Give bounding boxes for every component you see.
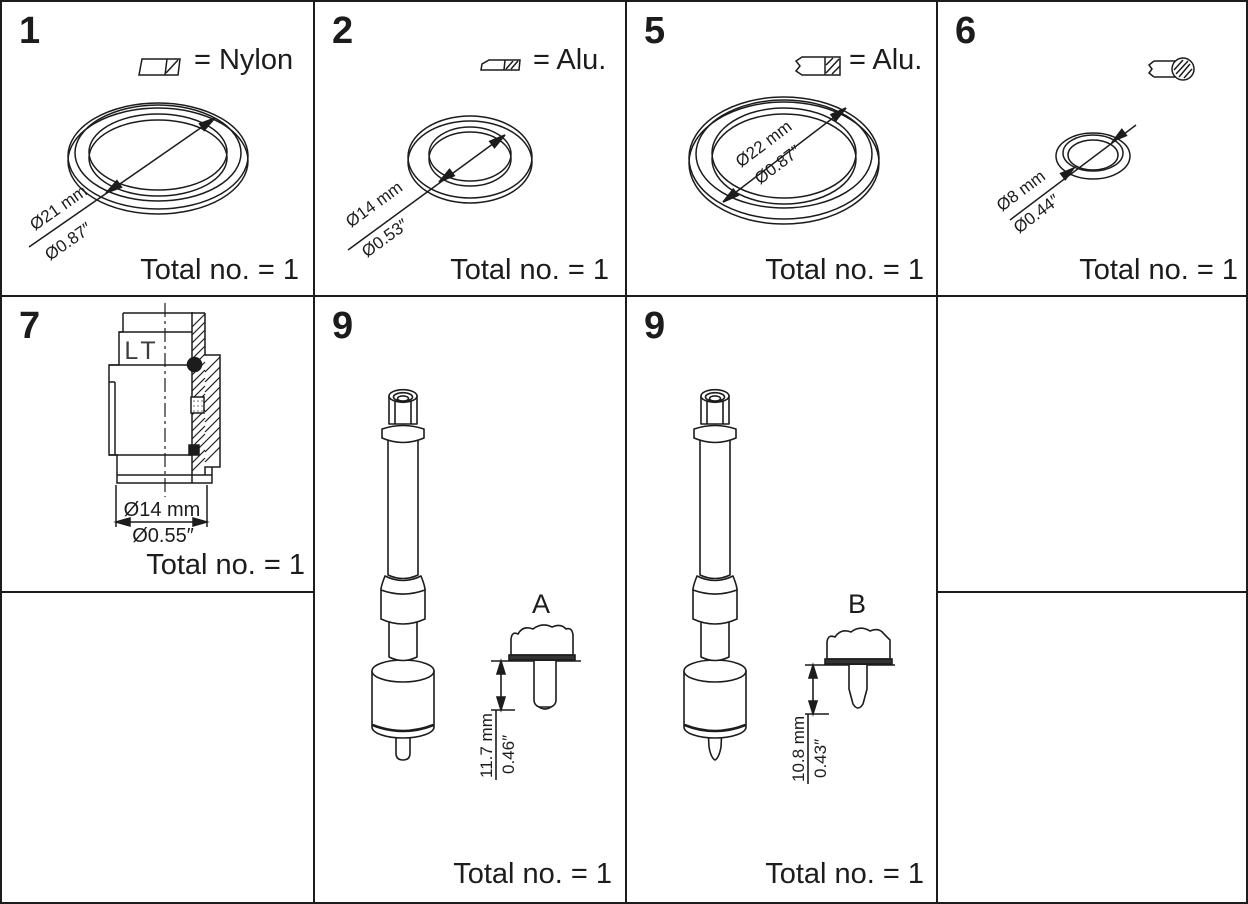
material-legend-label: = Alu. bbox=[849, 44, 923, 76]
grid-hline-2-right bbox=[936, 591, 1246, 593]
union-section-drawing: LT Ø14 mm Ø0.55″ bbox=[108, 303, 221, 547]
panel-number: 6 bbox=[955, 10, 977, 52]
grid-vline-2 bbox=[625, 2, 627, 902]
dim-label-inch: Ø0.55″ bbox=[132, 525, 194, 547]
panel-number: 7 bbox=[19, 305, 41, 347]
grid-hline-1 bbox=[2, 295, 1246, 297]
nylon-section-swatch-icon bbox=[138, 58, 181, 76]
o-ring-drawing-8mm: Ø8 mm Ø0.44″ bbox=[993, 57, 1195, 237]
alu-washer-section-swatch-icon bbox=[480, 59, 521, 71]
o-ring-dot bbox=[186, 356, 203, 373]
alu-ring-section-swatch-icon bbox=[794, 56, 841, 76]
panel-9a: A 11.7 mm 0.46″ 9 Total no. = 1 bbox=[315, 297, 627, 902]
panel-number: 5 bbox=[644, 10, 666, 52]
panel-9b: B 10.8 mm 0.43″ 9 Total no. = 1 bbox=[627, 297, 938, 902]
part-marking: LT bbox=[124, 337, 159, 365]
grid-hline-2-left bbox=[2, 591, 315, 593]
panel-number: 9 bbox=[644, 305, 666, 347]
gasket-ring-drawing-21mm: Ø21 mm Ø0.87″ bbox=[26, 58, 249, 264]
total-count-label: Total no. = 1 bbox=[1079, 254, 1238, 286]
section-hatch bbox=[191, 313, 221, 472]
total-count-label: Total no. = 1 bbox=[453, 858, 612, 890]
detail-label: A bbox=[532, 589, 550, 619]
dim-label-mm: 10.8 mm bbox=[789, 716, 808, 782]
dim-label-inch: 0.43″ bbox=[811, 739, 830, 778]
total-count-label: Total no. = 1 bbox=[765, 254, 924, 286]
total-count-label: Total no. = 1 bbox=[140, 254, 299, 286]
o-ring-cross-section-icon bbox=[1147, 57, 1195, 81]
detail-a-drawing bbox=[491, 624, 581, 780]
dim-label-mm: Ø14 mm bbox=[124, 499, 201, 521]
total-count-label: Total no. = 1 bbox=[450, 254, 609, 286]
dim-label-inch: 0.46″ bbox=[499, 735, 518, 774]
ring-drawing-22mm: Ø22 mm Ø0.87″ bbox=[688, 56, 880, 225]
detail-label: B bbox=[848, 589, 866, 619]
seal-square bbox=[188, 444, 200, 456]
material-legend-label: = Alu. bbox=[533, 44, 607, 76]
grid-vline-1 bbox=[313, 2, 315, 902]
spindle-drawing-b: B 10.8 mm 0.43″ bbox=[683, 388, 895, 784]
material-legend-label: = Nylon bbox=[194, 44, 294, 76]
dim-label-mm: 11.7 mm bbox=[477, 713, 496, 778]
washer-drawing-14mm: Ø14 mm Ø0.53″ bbox=[342, 59, 533, 261]
total-count-label: Total no. = 1 bbox=[765, 858, 924, 890]
panel-7: LT Ø14 mm Ø0.55″ 7 Total no. = 1 bbox=[2, 297, 315, 593]
panel-number: 1 bbox=[19, 10, 41, 52]
empty-cell-bottom-left bbox=[2, 593, 315, 902]
panel-number: 2 bbox=[332, 10, 354, 52]
empty-cell-right-middle bbox=[938, 297, 1246, 593]
grid-vline-3 bbox=[936, 2, 938, 902]
panel-1: Ø21 mm Ø0.87″ 1 = Nylon Total no. = 1 bbox=[2, 2, 315, 297]
total-count-label: Total no. = 1 bbox=[146, 549, 305, 581]
detail-b-drawing bbox=[805, 627, 895, 784]
empty-cell-bottom-right bbox=[938, 593, 1246, 902]
spindle-drawing-a: A 11.7 mm 0.46″ bbox=[371, 388, 581, 780]
panel-6: Ø8 mm Ø0.44″ 6 Total no. = 1 bbox=[938, 2, 1246, 297]
panel-2: Ø14 mm Ø0.53″ 2 = Alu. Total no. = 1 bbox=[315, 2, 627, 297]
panel-5: Ø22 mm Ø0.87″ 5 = Alu. Total no. = 1 bbox=[627, 2, 938, 297]
panel-number: 9 bbox=[332, 305, 354, 347]
